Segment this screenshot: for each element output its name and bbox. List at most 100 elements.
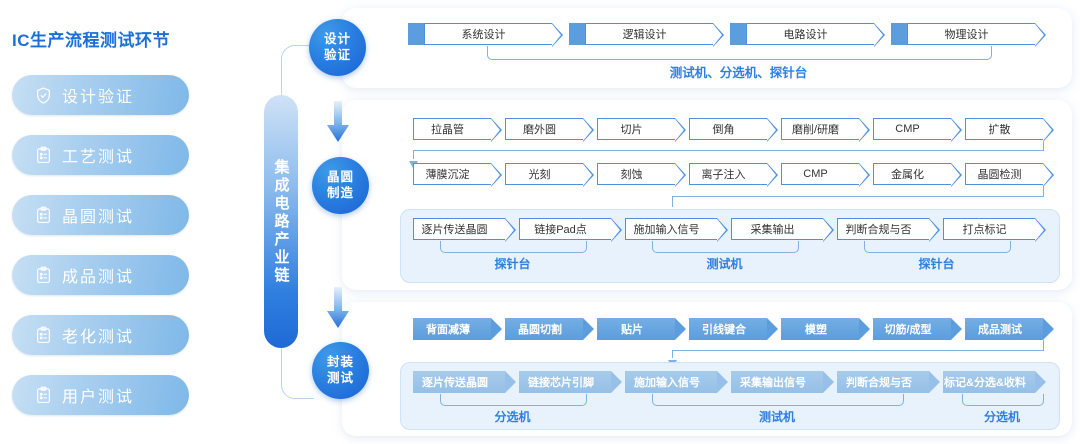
step-chevron[interactable]: 逐片传送晶圆 <box>413 371 516 393</box>
step-chevron[interactable]: 链接Pad点 <box>519 217 622 242</box>
sidebar-item-label: 用户测试 <box>62 389 135 406</box>
sidebar-item-wafer-test[interactable]: 晶圆测试 <box>12 195 189 235</box>
step-marker <box>730 23 746 45</box>
flow-arrow-down-1 <box>325 101 351 143</box>
sidebar-item-final-test[interactable]: 成品测试 <box>12 255 189 295</box>
wafer-wrap-connector <box>413 150 1044 152</box>
step-chevron[interactable]: 磨外圆 <box>505 117 594 142</box>
wafer-group-bracket <box>440 241 587 253</box>
wafer-wrap-stem-right <box>1043 140 1045 151</box>
step-chevron[interactable]: 物理设计 <box>907 22 1046 47</box>
step-chevron[interactable]: 金属化 <box>873 162 962 187</box>
sidebar-item-label: 设计验证 <box>62 89 135 106</box>
step-chevron[interactable]: 成品测试 <box>965 318 1054 340</box>
chain-connector-top <box>281 45 314 98</box>
step-chevron[interactable]: 施加输入信号 <box>625 217 728 242</box>
step-chevron[interactable]: 切筋/成型 <box>873 318 962 340</box>
sidebar-item-label: 晶圆测试 <box>62 209 135 226</box>
step-chevron[interactable]: 光刻 <box>505 162 594 187</box>
design-steps-row: 系统设计 逻辑设计 电路设计 物理设计 <box>408 22 1046 47</box>
sidebar-item-user-test[interactable]: 用户测试 <box>12 375 189 415</box>
step-chevron[interactable]: 切片 <box>597 117 686 142</box>
sidebar-item-burn-in-test[interactable]: 老化测试 <box>12 315 189 355</box>
clipboard-icon <box>34 146 53 165</box>
step-chevron[interactable]: 晶圆检测 <box>965 162 1054 187</box>
industry-chain-label: 集成电路产业链 <box>272 158 290 285</box>
stage-label-line1: 封装 <box>326 355 354 370</box>
wafer-group-label: 探针台 <box>918 257 955 271</box>
step-chevron[interactable]: 扩散 <box>965 117 1054 142</box>
step-chevron[interactable]: 系统设计 <box>424 22 563 47</box>
clipboard-icon <box>34 326 53 345</box>
stage-circle-wafer[interactable]: 晶圆 制造 <box>312 157 369 214</box>
stage-label-line2: 验证 <box>323 47 351 62</box>
step-chevron[interactable]: 判断合规与否 <box>837 217 940 242</box>
step-chevron[interactable]: 薄膜沉淀 <box>413 162 502 187</box>
stage-label-line1: 晶圆 <box>326 170 354 185</box>
wafer-row2-connector <box>672 196 1044 198</box>
clipboard-icon <box>34 206 53 225</box>
step-chevron[interactable]: 采集输出 <box>731 217 834 242</box>
sidebar-item-label: 成品测试 <box>62 269 135 286</box>
sidebar-item-design-verification[interactable]: 设计验证 <box>12 75 189 115</box>
stage-label-line2: 测试 <box>326 370 354 385</box>
step-marker <box>408 23 424 45</box>
panel-design-verification <box>342 8 1072 88</box>
step-chevron[interactable]: 链接芯片引脚 <box>519 371 622 393</box>
step-chevron[interactable]: 逐片传送晶圆 <box>413 217 516 242</box>
shield-check-icon <box>34 86 53 105</box>
step-chevron[interactable]: 离子注入 <box>689 162 778 187</box>
sidebar-item-label: 老化测试 <box>62 329 135 346</box>
clipboard-icon <box>34 386 53 405</box>
package-group-bracket <box>440 394 587 406</box>
wafer-row2-stem-right <box>1043 186 1045 197</box>
step-chevron[interactable]: 打点标记 <box>943 217 1046 242</box>
step-chevron[interactable]: 判断合规与否 <box>837 371 940 393</box>
design-group-bracket <box>487 46 992 60</box>
wafer-group-label: 测试机 <box>706 257 743 271</box>
step-chevron[interactable]: 刻蚀 <box>597 162 686 187</box>
package-row2: 逐片传送晶圆 链接芯片引脚 施加输入信号 采集输出信号 判断合规与否 标记&分选… <box>413 371 1046 393</box>
stage-circle-design[interactable]: 设计 验证 <box>309 19 366 76</box>
wafer-group-bracket <box>652 241 799 253</box>
package-group-bracket <box>962 394 1044 406</box>
step-chevron[interactable]: 倒角 <box>689 117 778 142</box>
package-group-label: 测试机 <box>758 410 795 424</box>
left-panel: IC生产流程测试环节 设计验证 工艺测试 <box>0 0 258 444</box>
wafer-group-bracket <box>864 241 1011 253</box>
stage-circle-package[interactable]: 封装 测试 <box>312 342 369 399</box>
wafer-row2-stem-left <box>672 196 674 207</box>
stage-label-line2: 制造 <box>326 185 354 200</box>
package-group-label: 分选机 <box>983 410 1020 424</box>
step-chevron[interactable]: 逻辑设计 <box>585 22 724 47</box>
step-chevron[interactable]: 晶圆切割 <box>505 318 594 340</box>
step-chevron[interactable]: 电路设计 <box>746 22 885 47</box>
chain-connector-bottom <box>281 346 314 399</box>
package-group-label: 分选机 <box>494 410 531 424</box>
step-chevron[interactable]: 标记&分选&收料 <box>943 371 1046 393</box>
flow-arrow-down-2 <box>325 287 351 329</box>
stage-label-line1: 设计 <box>323 32 351 47</box>
step-chevron[interactable]: 拉晶管 <box>413 117 502 142</box>
package-row1: 背面减薄 晶圆切割 贴片 引线键合 模塑 切筋/成型 成品测试 <box>413 318 1054 340</box>
package-wrap-connector <box>672 350 1044 352</box>
step-chevron[interactable]: 贴片 <box>597 318 686 340</box>
package-wrap-stem-left <box>672 350 674 358</box>
sidebar-item-process-test[interactable]: 工艺测试 <box>12 135 189 175</box>
step-chevron[interactable]: 引线键合 <box>689 318 778 340</box>
step-chevron[interactable]: 模塑 <box>781 318 870 340</box>
wafer-row1: 拉晶管 磨外圆 切片 倒角 磨削/研磨 CMP 扩散 <box>413 117 1054 142</box>
clipboard-icon <box>34 266 53 285</box>
step-chevron[interactable]: CMP <box>781 162 870 187</box>
step-chevron[interactable]: CMP <box>873 117 962 142</box>
wafer-group-label: 探针台 <box>494 257 531 271</box>
step-marker <box>891 23 907 45</box>
step-chevron[interactable]: 背面减薄 <box>413 318 502 340</box>
wafer-wrap-stem-left <box>413 150 415 159</box>
sidebar-item-label: 工艺测试 <box>62 149 135 166</box>
page-title: IC生产流程测试环节 <box>12 31 170 50</box>
step-chevron[interactable]: 施加输入信号 <box>625 371 728 393</box>
package-wrap-stem-right <box>1043 340 1045 351</box>
step-chevron[interactable]: 磨削/研磨 <box>781 117 870 142</box>
step-chevron[interactable]: 采集输出信号 <box>731 371 834 393</box>
